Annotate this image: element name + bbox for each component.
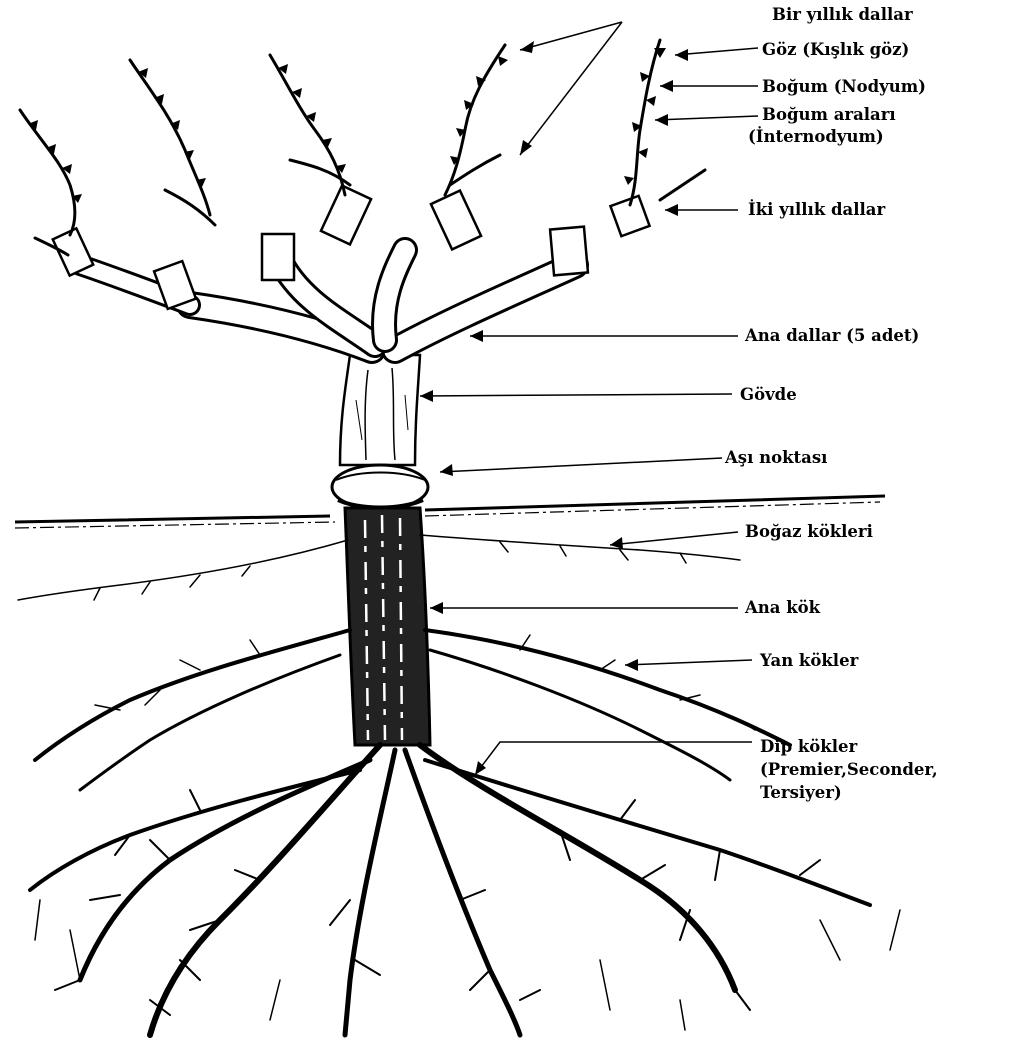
buds xyxy=(28,48,666,203)
rootstock-stem xyxy=(345,508,430,745)
label-trunk: Gövde xyxy=(740,385,797,404)
label-basal-roots-line2: (Premier,Seconder, xyxy=(760,760,938,779)
label-annual-shoots: Bir yıllık dallar xyxy=(772,5,913,24)
main-branches xyxy=(80,250,575,350)
label-basal-roots-line3: Tersiyer) xyxy=(760,783,842,802)
annual-shoots xyxy=(20,40,705,255)
label-main-root: Ana kök xyxy=(744,598,821,617)
label-node: Boğum (Nodyum) xyxy=(762,77,926,96)
label-basal-roots-line1: Dip kökler xyxy=(760,737,857,756)
label-main-branches: Ana dallar (5 adet) xyxy=(744,326,919,345)
label-internode-line2: (İnternodyum) xyxy=(748,126,884,146)
label-bud: Göz (Kışlık göz) xyxy=(762,40,909,59)
trunk xyxy=(340,355,420,465)
label-collar-roots: Boğaz kökleri xyxy=(745,522,873,541)
label-graft-point: Aşı noktası xyxy=(724,448,827,467)
label-internode-line1: Boğum araları xyxy=(762,105,896,124)
labels: Bir yıllık dallar Göz (Kışlık göz) Boğum… xyxy=(724,5,938,802)
label-biennial-shoots: İki yıllık dallar xyxy=(748,199,885,219)
label-lateral-roots: Yan kökler xyxy=(759,651,859,670)
graft-union xyxy=(332,465,428,509)
